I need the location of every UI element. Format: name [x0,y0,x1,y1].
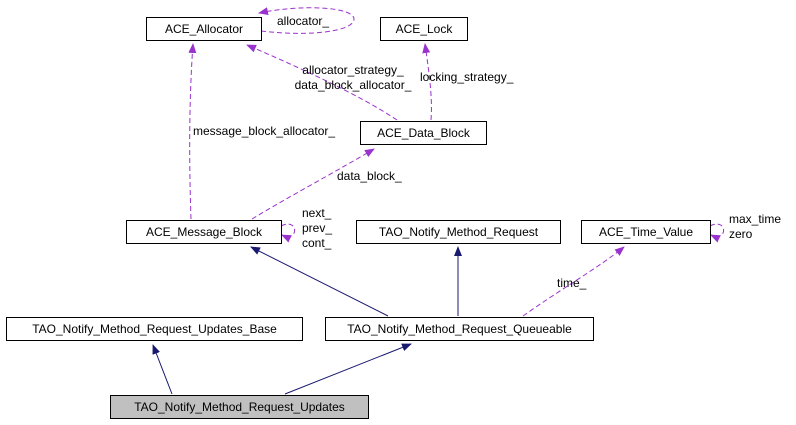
usage-edges [188,7,725,317]
edge-message-block-to-allocator [188,43,197,220]
node-ace-allocator[interactable]: ACE_Allocator [146,17,262,41]
edge-label-allocator-strategy-data-block-allocator: allocator_strategy_ data_block_allocator… [294,63,412,92]
edge-message-block-self-loop [280,223,296,243]
node-ace-time-value[interactable]: ACE_Time_Value [581,220,711,244]
edge-label-data-block: data_block_ [337,169,402,183]
edge-updates-to-updates-base [152,344,173,395]
node-ace-message-block[interactable]: ACE_Message_Block [126,220,282,244]
edge-label-max-time-zero: max_time zero [729,212,782,241]
node-tao-notify-method-request-updates-base[interactable]: TAO_Notify_Method_Request_Updates_Base [6,317,303,341]
node-ace-lock[interactable]: ACE_Lock [380,17,468,41]
edge-label-locking-strategy: locking_strategy_ [420,70,514,84]
edge-allocator-self-loop [258,7,355,34]
edge-queueable-to-message-block [250,246,389,317]
node-tao-notify-method-request-queueable[interactable]: TAO_Notify_Method_Request_Queueable [325,317,594,341]
edge-label-time: time_ [557,276,587,290]
edge-label-next-prev-cont: next_ prev_ cont_ [302,206,333,250]
edge-label-message-block-allocator: message_block_allocator_ [193,124,336,138]
edge-label-allocator: allocator_ [277,14,330,28]
edge-queueable-to-time-value [522,246,625,317]
node-tao-notify-method-request-updates: TAO_Notify_Method_Request_Updates [110,395,369,419]
edge-time-value-self-loop [709,223,725,243]
inheritance-edges [152,246,462,395]
edge-updates-to-queueable [284,343,412,395]
node-tao-notify-method-request[interactable]: TAO_Notify_Method_Request [356,220,561,244]
edge-data-block-to-allocator [246,44,398,121]
node-ace-data-block[interactable]: ACE_Data_Block [360,121,487,145]
